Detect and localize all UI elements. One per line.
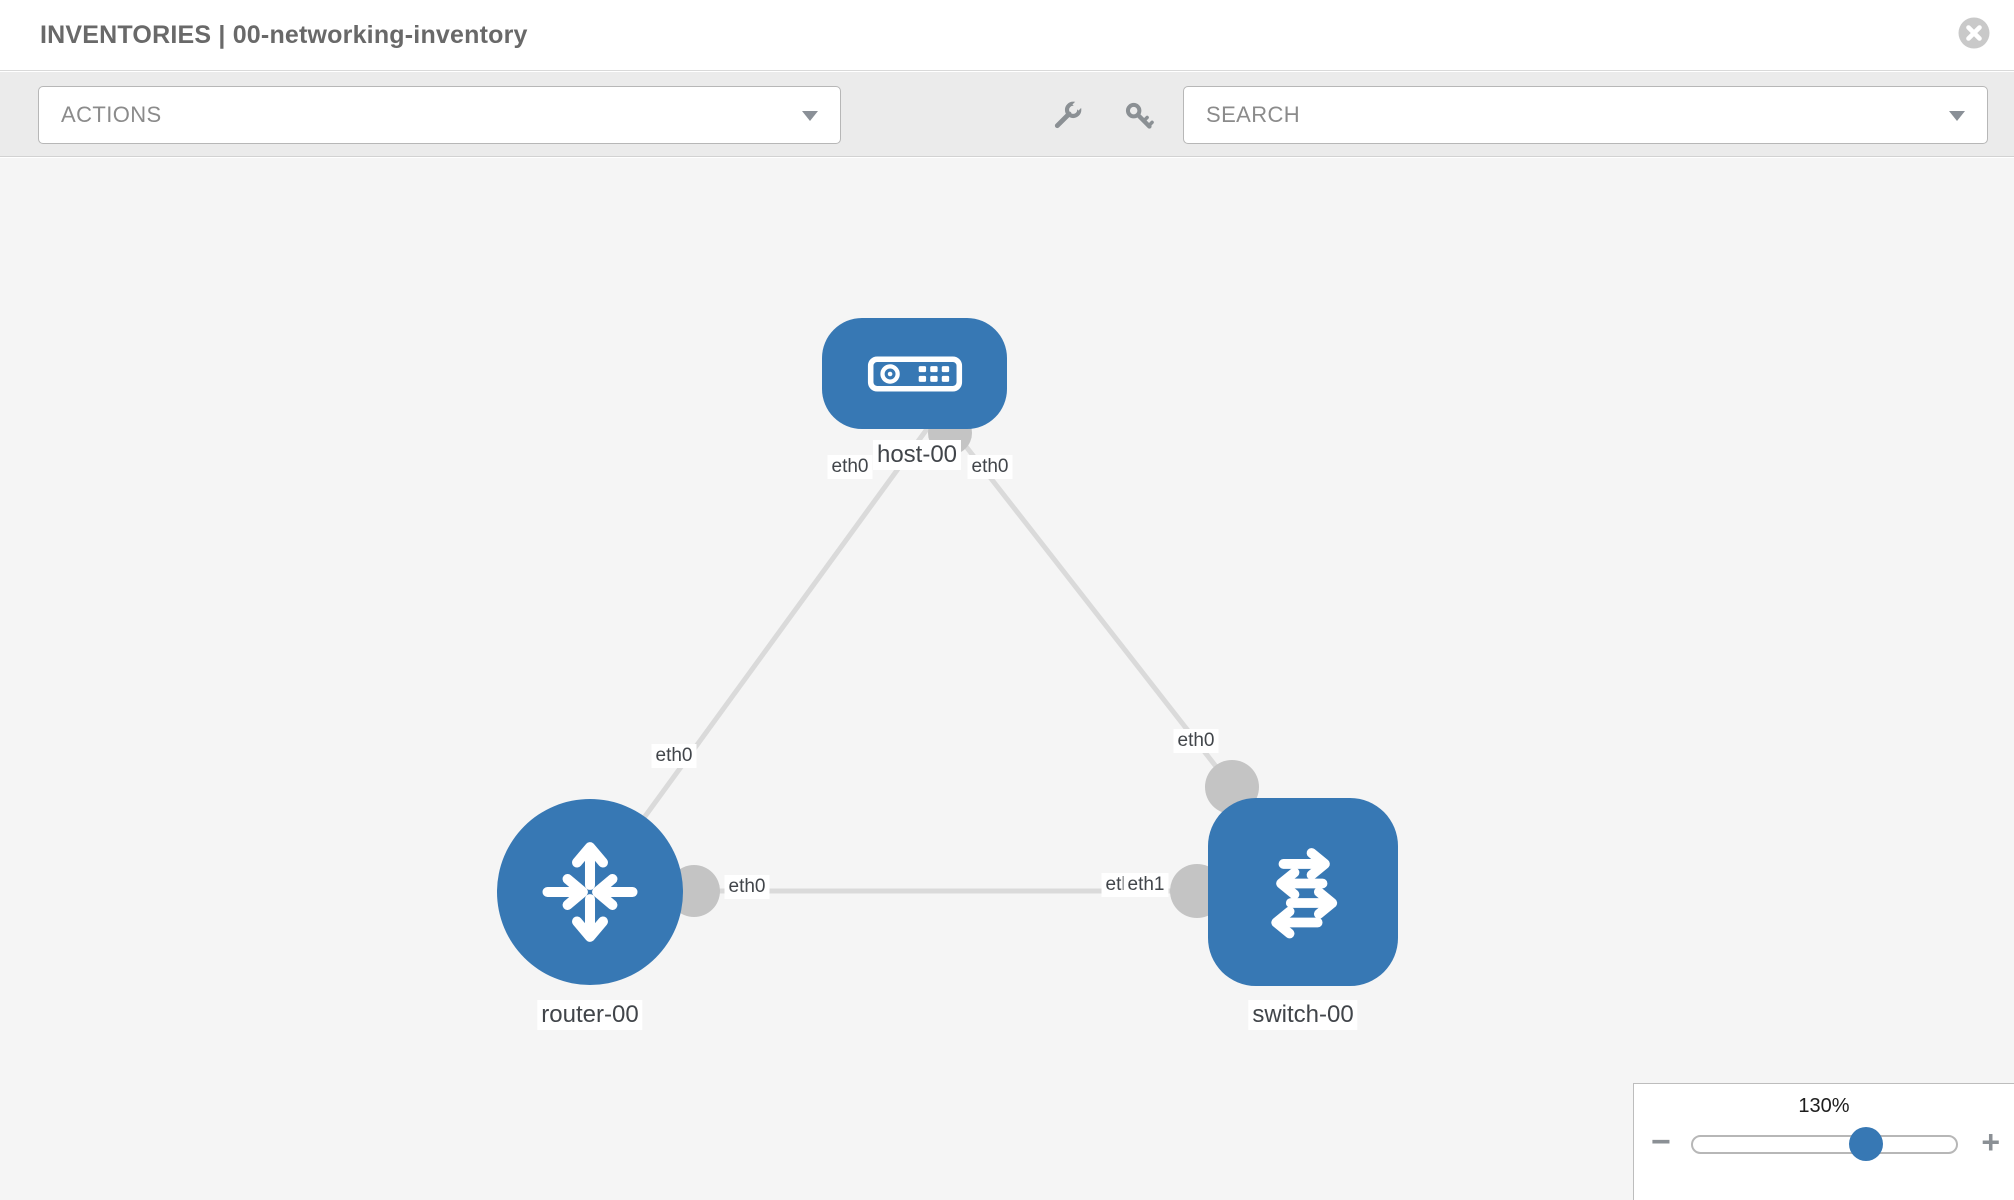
port-label: eth0 bbox=[724, 875, 770, 899]
page-title: INVENTORIES | 00-networking-inventory bbox=[40, 21, 528, 49]
link-host-00-switch-00 bbox=[948, 424, 1234, 789]
zoom-slider[interactable] bbox=[1691, 1127, 1958, 1161]
zoom-panel: 130% − + bbox=[1633, 1083, 2014, 1200]
node-router-00[interactable] bbox=[497, 799, 683, 985]
wrench-icon bbox=[1054, 98, 1085, 129]
zoom-percent: 130% bbox=[1798, 1095, 1850, 1117]
links-layer bbox=[587, 411, 1259, 918]
router-icon bbox=[542, 842, 638, 942]
switch-icon bbox=[1271, 848, 1338, 939]
node-label-router-00: router-00 bbox=[537, 1000, 643, 1030]
credentials-button[interactable] bbox=[1123, 100, 1155, 132]
configure-button[interactable] bbox=[1051, 98, 1085, 132]
topology-canvas[interactable]: host-00eth0eth0eth0eth0eth0eth0eth1route… bbox=[0, 158, 2014, 1200]
port-label: eth0 bbox=[651, 744, 697, 768]
search-dropdown-label: SEARCH bbox=[1206, 102, 1301, 127]
zoom-slider-thumb[interactable] bbox=[1849, 1127, 1883, 1161]
close-button[interactable] bbox=[1958, 17, 1990, 49]
host-icon bbox=[867, 355, 962, 392]
node-label-host-00: host-00 bbox=[872, 440, 962, 470]
actions-dropdown-label: ACTIONS bbox=[61, 102, 162, 127]
link-host-00-router-00 bbox=[587, 416, 938, 894]
chevron-down-icon bbox=[1949, 111, 1965, 121]
zoom-out-button[interactable]: − bbox=[1651, 1123, 1671, 1161]
chevron-down-icon bbox=[802, 111, 818, 121]
toolbar: ACTIONS SEARCH bbox=[0, 72, 2014, 157]
modal-header: INVENTORIES | 00-networking-inventory bbox=[0, 0, 2014, 71]
port-label: eth0 bbox=[827, 455, 873, 479]
port-label: eth0 bbox=[1173, 729, 1219, 753]
node-host-00[interactable] bbox=[822, 318, 1007, 429]
search-dropdown[interactable]: SEARCH bbox=[1183, 86, 1988, 144]
close-icon bbox=[1958, 17, 1990, 49]
zoom-in-button[interactable]: + bbox=[1981, 1124, 2000, 1160]
actions-dropdown[interactable]: ACTIONS bbox=[38, 86, 841, 144]
node-switch-00[interactable] bbox=[1208, 798, 1398, 986]
port-label: eth0 bbox=[967, 455, 1013, 479]
node-label-switch-00: switch-00 bbox=[1248, 1000, 1358, 1030]
port-label: eth1 bbox=[1123, 873, 1169, 897]
key-icon bbox=[1125, 102, 1154, 129]
